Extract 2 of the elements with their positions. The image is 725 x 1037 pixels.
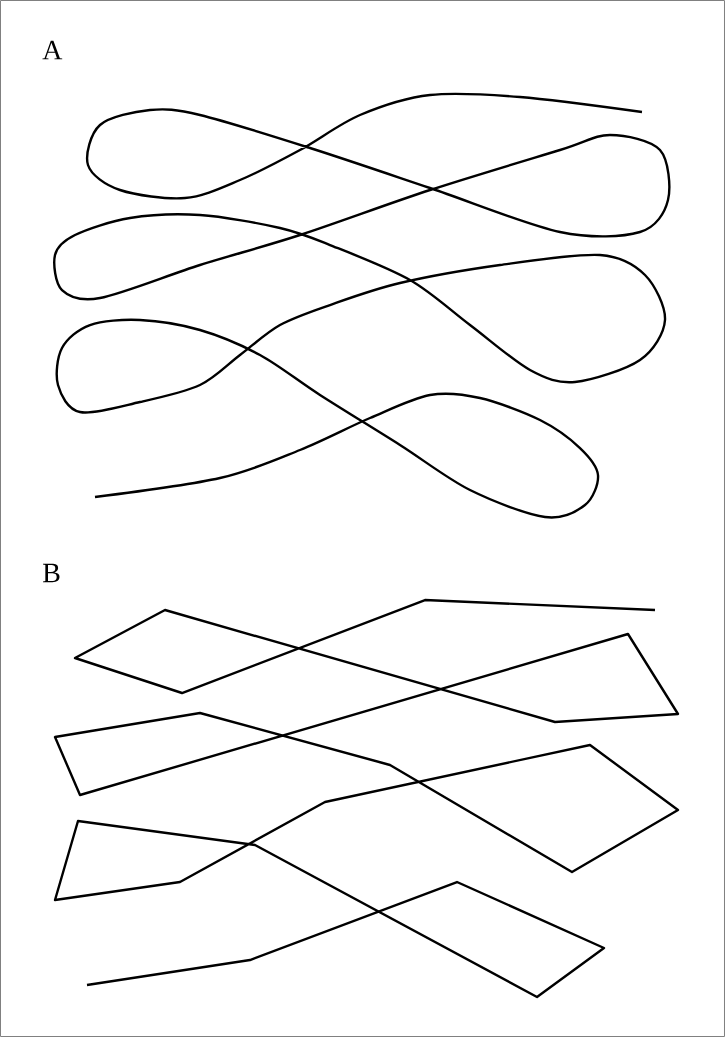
panel-letter: B (43, 563, 60, 583)
panel-letter: A (42, 40, 63, 60)
